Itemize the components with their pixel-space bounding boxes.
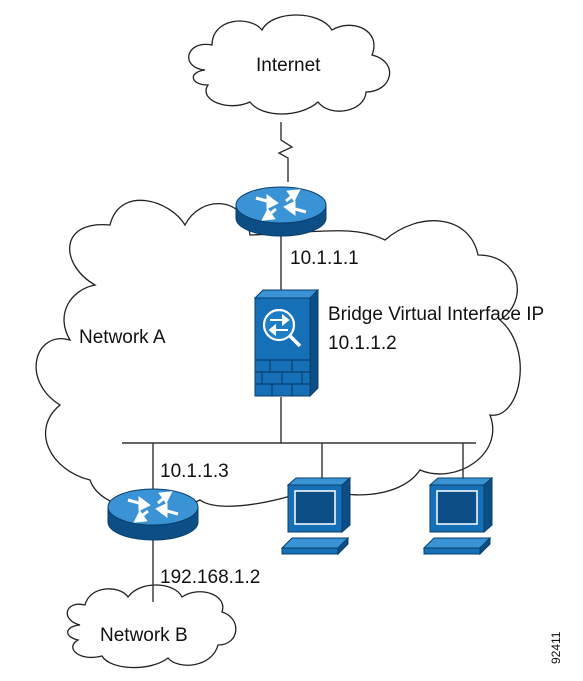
internet-label: Internet: [256, 55, 321, 76]
firewall-ip: 10.1.1.2: [328, 333, 397, 354]
wan-link: [277, 122, 294, 182]
workstation-icon: [422, 476, 494, 556]
router-icon: [107, 488, 199, 541]
bvi-label: Bridge Virtual Interface IP: [328, 304, 544, 325]
figure-id: 92411: [549, 631, 563, 664]
workstation-icon: [280, 476, 352, 556]
router-bottom-ip-bottom: 192.168.1.2: [160, 567, 260, 588]
router-bottom-ip-top: 10.1.1.3: [160, 461, 229, 482]
router-icon: [235, 186, 327, 237]
router-top-ip: 10.1.1.1: [290, 248, 359, 269]
network-b-cloud: [66, 584, 237, 669]
internet-cloud: [188, 14, 391, 115]
firewall-icon: [253, 288, 320, 398]
network-b-label: Network B: [100, 625, 188, 646]
network-a-label: Network A: [79, 327, 166, 348]
